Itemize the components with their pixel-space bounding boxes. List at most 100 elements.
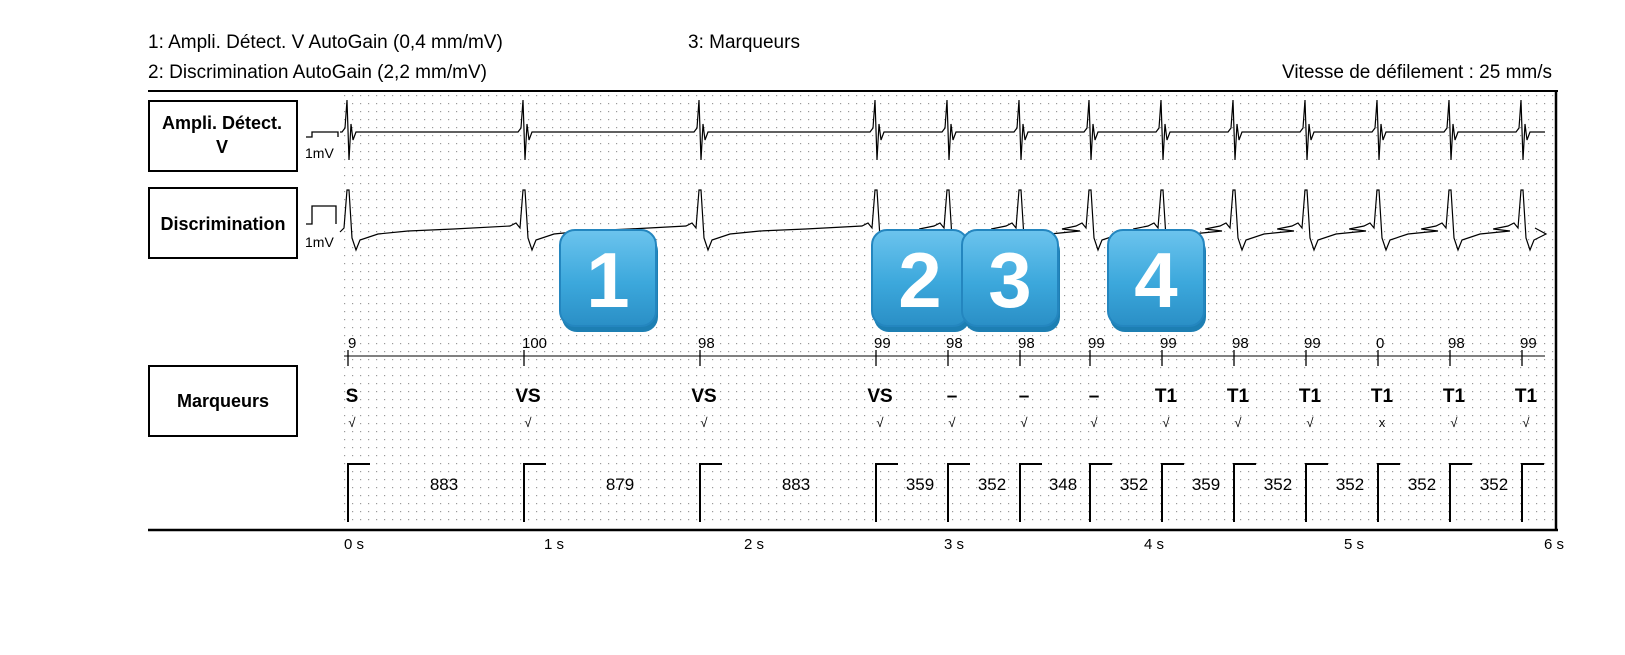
ecg-strip: Ampli. Détect. V Discrimination Marqueur… bbox=[148, 90, 1564, 553]
marker-label: – bbox=[1089, 386, 1100, 407]
badge-number: 1 bbox=[586, 236, 629, 324]
cal-pulse-ch1 bbox=[306, 131, 339, 138]
interval-label: 348 bbox=[1049, 475, 1077, 494]
marker-check: √ bbox=[1234, 415, 1242, 430]
interval-label: 883 bbox=[430, 475, 458, 494]
channel3-header: 3: Marqueurs bbox=[688, 32, 800, 53]
interval-bracket bbox=[1089, 463, 1112, 522]
marker-check: √ bbox=[1522, 415, 1530, 430]
badge-number: 4 bbox=[1134, 236, 1177, 324]
time-tick-label: 1 s bbox=[544, 536, 564, 553]
interval-bracket bbox=[1377, 463, 1400, 522]
marker-check: √ bbox=[1090, 415, 1098, 430]
ampli-label-box bbox=[148, 100, 298, 172]
interval-label: 359 bbox=[906, 475, 934, 494]
sweep-speed: Vitesse de défilement : 25 mm/s bbox=[1282, 62, 1552, 83]
marker-label: – bbox=[1019, 386, 1030, 407]
badge-face bbox=[559, 229, 657, 327]
discrimination-label-box bbox=[148, 187, 298, 259]
interval-bracket bbox=[347, 463, 370, 522]
marker-check: √ bbox=[876, 415, 884, 430]
step-badge-4: 4 bbox=[1107, 229, 1206, 332]
step-badge-2: 2 bbox=[871, 229, 970, 332]
marqueurs-label-box bbox=[148, 365, 298, 437]
time-tick-label: 6 s bbox=[1544, 536, 1564, 553]
time-tick-label: 4 s bbox=[1144, 536, 1164, 553]
marker-check: √ bbox=[1162, 415, 1170, 430]
marqueurs-label: Marqueurs bbox=[177, 391, 269, 411]
interval-label: 879 bbox=[606, 475, 634, 494]
interval-bracket bbox=[875, 463, 898, 522]
interval-bracket bbox=[1449, 463, 1472, 522]
marker-check: √ bbox=[1450, 415, 1458, 430]
rate-label: 99 bbox=[1520, 335, 1537, 352]
badge-face bbox=[1107, 229, 1205, 327]
interval-bracket bbox=[1233, 463, 1256, 522]
interval-bracket bbox=[523, 463, 546, 522]
rate-label: 98 bbox=[1232, 335, 1249, 352]
interval-bracket bbox=[1019, 463, 1042, 522]
interval-label: 883 bbox=[782, 475, 810, 494]
marker-label: T1 bbox=[1443, 386, 1466, 407]
interval-label: 352 bbox=[1120, 475, 1148, 494]
time-tick-label: 3 s bbox=[944, 536, 964, 553]
marker-label: T1 bbox=[1155, 386, 1178, 407]
step-badge-1: 1 bbox=[559, 229, 658, 332]
marker-check: √ bbox=[948, 415, 956, 430]
marker-label: T1 bbox=[1371, 386, 1394, 407]
channel2-trace bbox=[339, 189, 1548, 252]
badge-number: 2 bbox=[898, 236, 941, 324]
marker-check: √ bbox=[700, 415, 708, 430]
interval-label: 352 bbox=[1408, 475, 1436, 494]
rate-label: 99 bbox=[1304, 335, 1321, 352]
marker-label: T1 bbox=[1299, 386, 1322, 407]
time-tick-label: 0 s bbox=[344, 536, 364, 553]
interval-bracket bbox=[1521, 463, 1544, 522]
marker-label: T1 bbox=[1227, 386, 1250, 407]
marker-check: √ bbox=[348, 415, 356, 430]
marker-label: T1 bbox=[1515, 386, 1538, 407]
interval-bracket bbox=[1161, 463, 1184, 522]
marker-check: x bbox=[1379, 415, 1386, 430]
rate-label: 99 bbox=[1160, 335, 1177, 352]
badge-number: 3 bbox=[988, 236, 1031, 324]
rate-label: 99 bbox=[874, 335, 891, 352]
marker-label: VS bbox=[691, 386, 716, 407]
interval-bracket bbox=[699, 463, 722, 522]
marker-label: S bbox=[346, 386, 359, 407]
rate-label: 98 bbox=[1018, 335, 1035, 352]
interval-label: 352 bbox=[1264, 475, 1292, 494]
rate-label: 98 bbox=[946, 335, 963, 352]
marker-label: – bbox=[947, 386, 958, 407]
interval-bracket bbox=[947, 463, 970, 522]
interval-label: 352 bbox=[1480, 475, 1508, 494]
cal-label-ch1: 1mV bbox=[305, 145, 334, 161]
ampli-label-line2: V bbox=[216, 137, 228, 157]
interval-bracket bbox=[1305, 463, 1328, 522]
time-tick-label: 5 s bbox=[1344, 536, 1364, 553]
rate-label: 98 bbox=[1448, 335, 1465, 352]
rate-label: 100 bbox=[522, 335, 547, 352]
discrimination-label: Discrimination bbox=[160, 214, 285, 234]
interval-label: 352 bbox=[978, 475, 1006, 494]
marker-label: VS bbox=[515, 386, 540, 407]
step-badge-3: 3 bbox=[961, 229, 1060, 332]
marker-label: VS bbox=[867, 386, 892, 407]
marker-check: √ bbox=[1020, 415, 1028, 430]
cal-pulse-ch2 bbox=[306, 205, 337, 225]
channel1-header: 1: Ampli. Détect. V AutoGain (0,4 mm/mV) bbox=[148, 32, 503, 53]
channel2-header: 2: Discrimination AutoGain (2,2 mm/mV) bbox=[148, 62, 487, 83]
interval-label: 359 bbox=[1192, 475, 1220, 494]
badge-face bbox=[961, 229, 1059, 327]
marker-check: √ bbox=[524, 415, 532, 430]
ampli-label-line1: Ampli. Détect. bbox=[162, 113, 282, 133]
rate-label: 99 bbox=[1088, 335, 1105, 352]
rate-label: 0 bbox=[1376, 335, 1384, 352]
time-tick-label: 2 s bbox=[744, 536, 764, 553]
rate-label: 98 bbox=[698, 335, 715, 352]
channel1-trace bbox=[340, 99, 1545, 161]
cal-label-ch2: 1mV bbox=[305, 234, 334, 250]
interval-label: 352 bbox=[1336, 475, 1364, 494]
rate-label: 9 bbox=[348, 335, 356, 352]
marker-check: √ bbox=[1306, 415, 1314, 430]
